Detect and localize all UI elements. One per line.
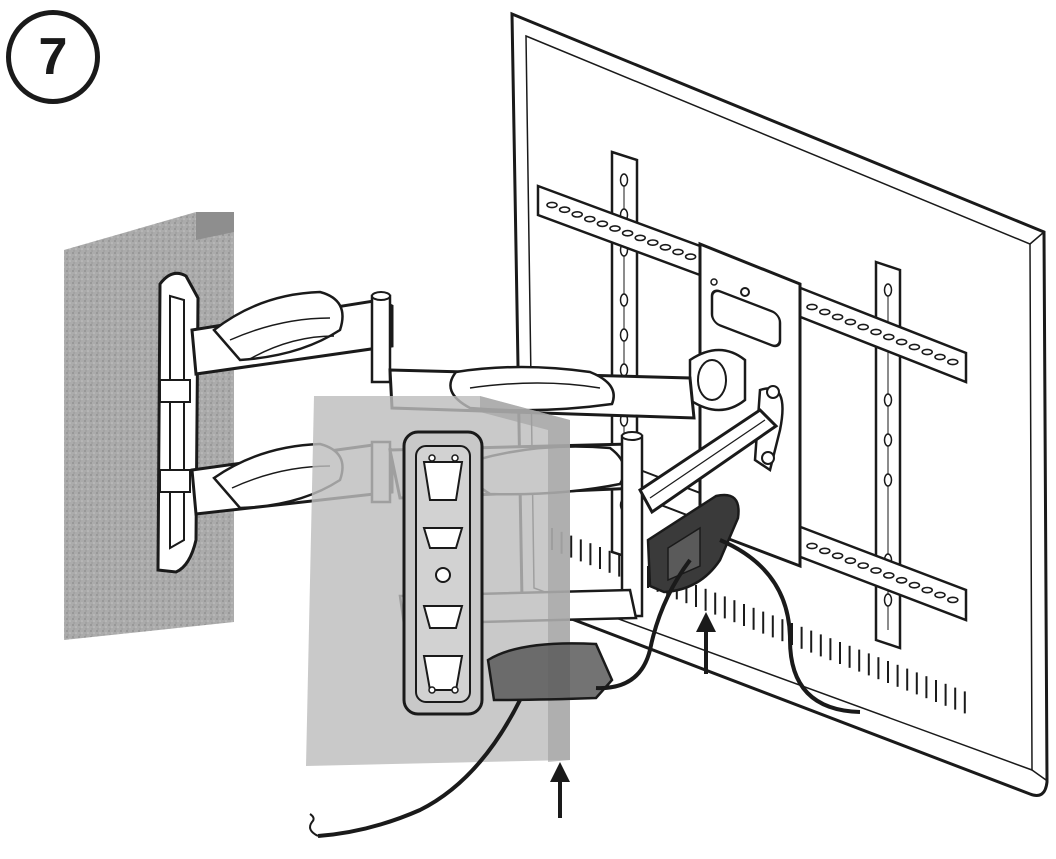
rail-slot [895, 576, 908, 584]
rail-hole [883, 283, 893, 297]
cable-clip-arm [646, 493, 740, 594]
rail-slot [583, 215, 596, 223]
rail-slot [921, 348, 934, 356]
rail-hole [619, 293, 629, 307]
rail-slot [870, 328, 882, 336]
rail-slot [857, 562, 870, 569]
rail-slots [546, 201, 959, 604]
rail-slot [558, 206, 571, 214]
rail-slot [806, 303, 818, 311]
rail-hole [883, 473, 893, 487]
rail-slot [659, 243, 672, 251]
rail-hole [619, 328, 629, 342]
rail-slot [571, 210, 584, 218]
rail-slot [806, 542, 818, 550]
rail-slot [934, 591, 946, 599]
step-number-badge: 7 [6, 10, 100, 104]
wall-plate [156, 271, 200, 574]
rail-hole [619, 173, 629, 187]
wall-block [64, 212, 234, 640]
rail-slot [844, 557, 857, 565]
rail-slot [621, 229, 634, 237]
rail-slot [818, 308, 831, 316]
wall-plate-front [402, 430, 484, 716]
rail-slot [672, 248, 684, 256]
rail-slot [831, 313, 844, 321]
rail-slot [684, 253, 697, 261]
rail-slot [946, 358, 959, 366]
rail-slot [895, 338, 908, 346]
rail-slot [596, 220, 609, 228]
cables [309, 538, 861, 838]
step-number: 7 [38, 28, 68, 86]
rail-hole [619, 363, 629, 377]
tv-mounting-plate [688, 241, 802, 569]
rail-slot [609, 225, 621, 232]
cable-clip-lower [486, 642, 614, 702]
rail-hole [883, 433, 893, 447]
rail-slot [882, 572, 895, 579]
rail-slot [908, 581, 921, 589]
up-arrow-icon [550, 762, 570, 818]
rail-slot [646, 239, 659, 246]
rail-slot [870, 567, 882, 574]
rail-slot [946, 596, 959, 604]
rail-slot [921, 586, 934, 594]
rail-slot [934, 353, 946, 361]
rail-slot [818, 547, 831, 555]
rail-hole [883, 393, 893, 407]
rail-slot [831, 552, 844, 560]
up-arrow-icon [696, 612, 716, 674]
rail-slot [882, 333, 895, 341]
rail-slot [908, 343, 921, 351]
rail-slot [857, 323, 870, 331]
rail-slot [634, 234, 647, 242]
rail-slot [546, 201, 558, 209]
rail-slot [844, 318, 857, 326]
rail-hole [883, 593, 893, 607]
